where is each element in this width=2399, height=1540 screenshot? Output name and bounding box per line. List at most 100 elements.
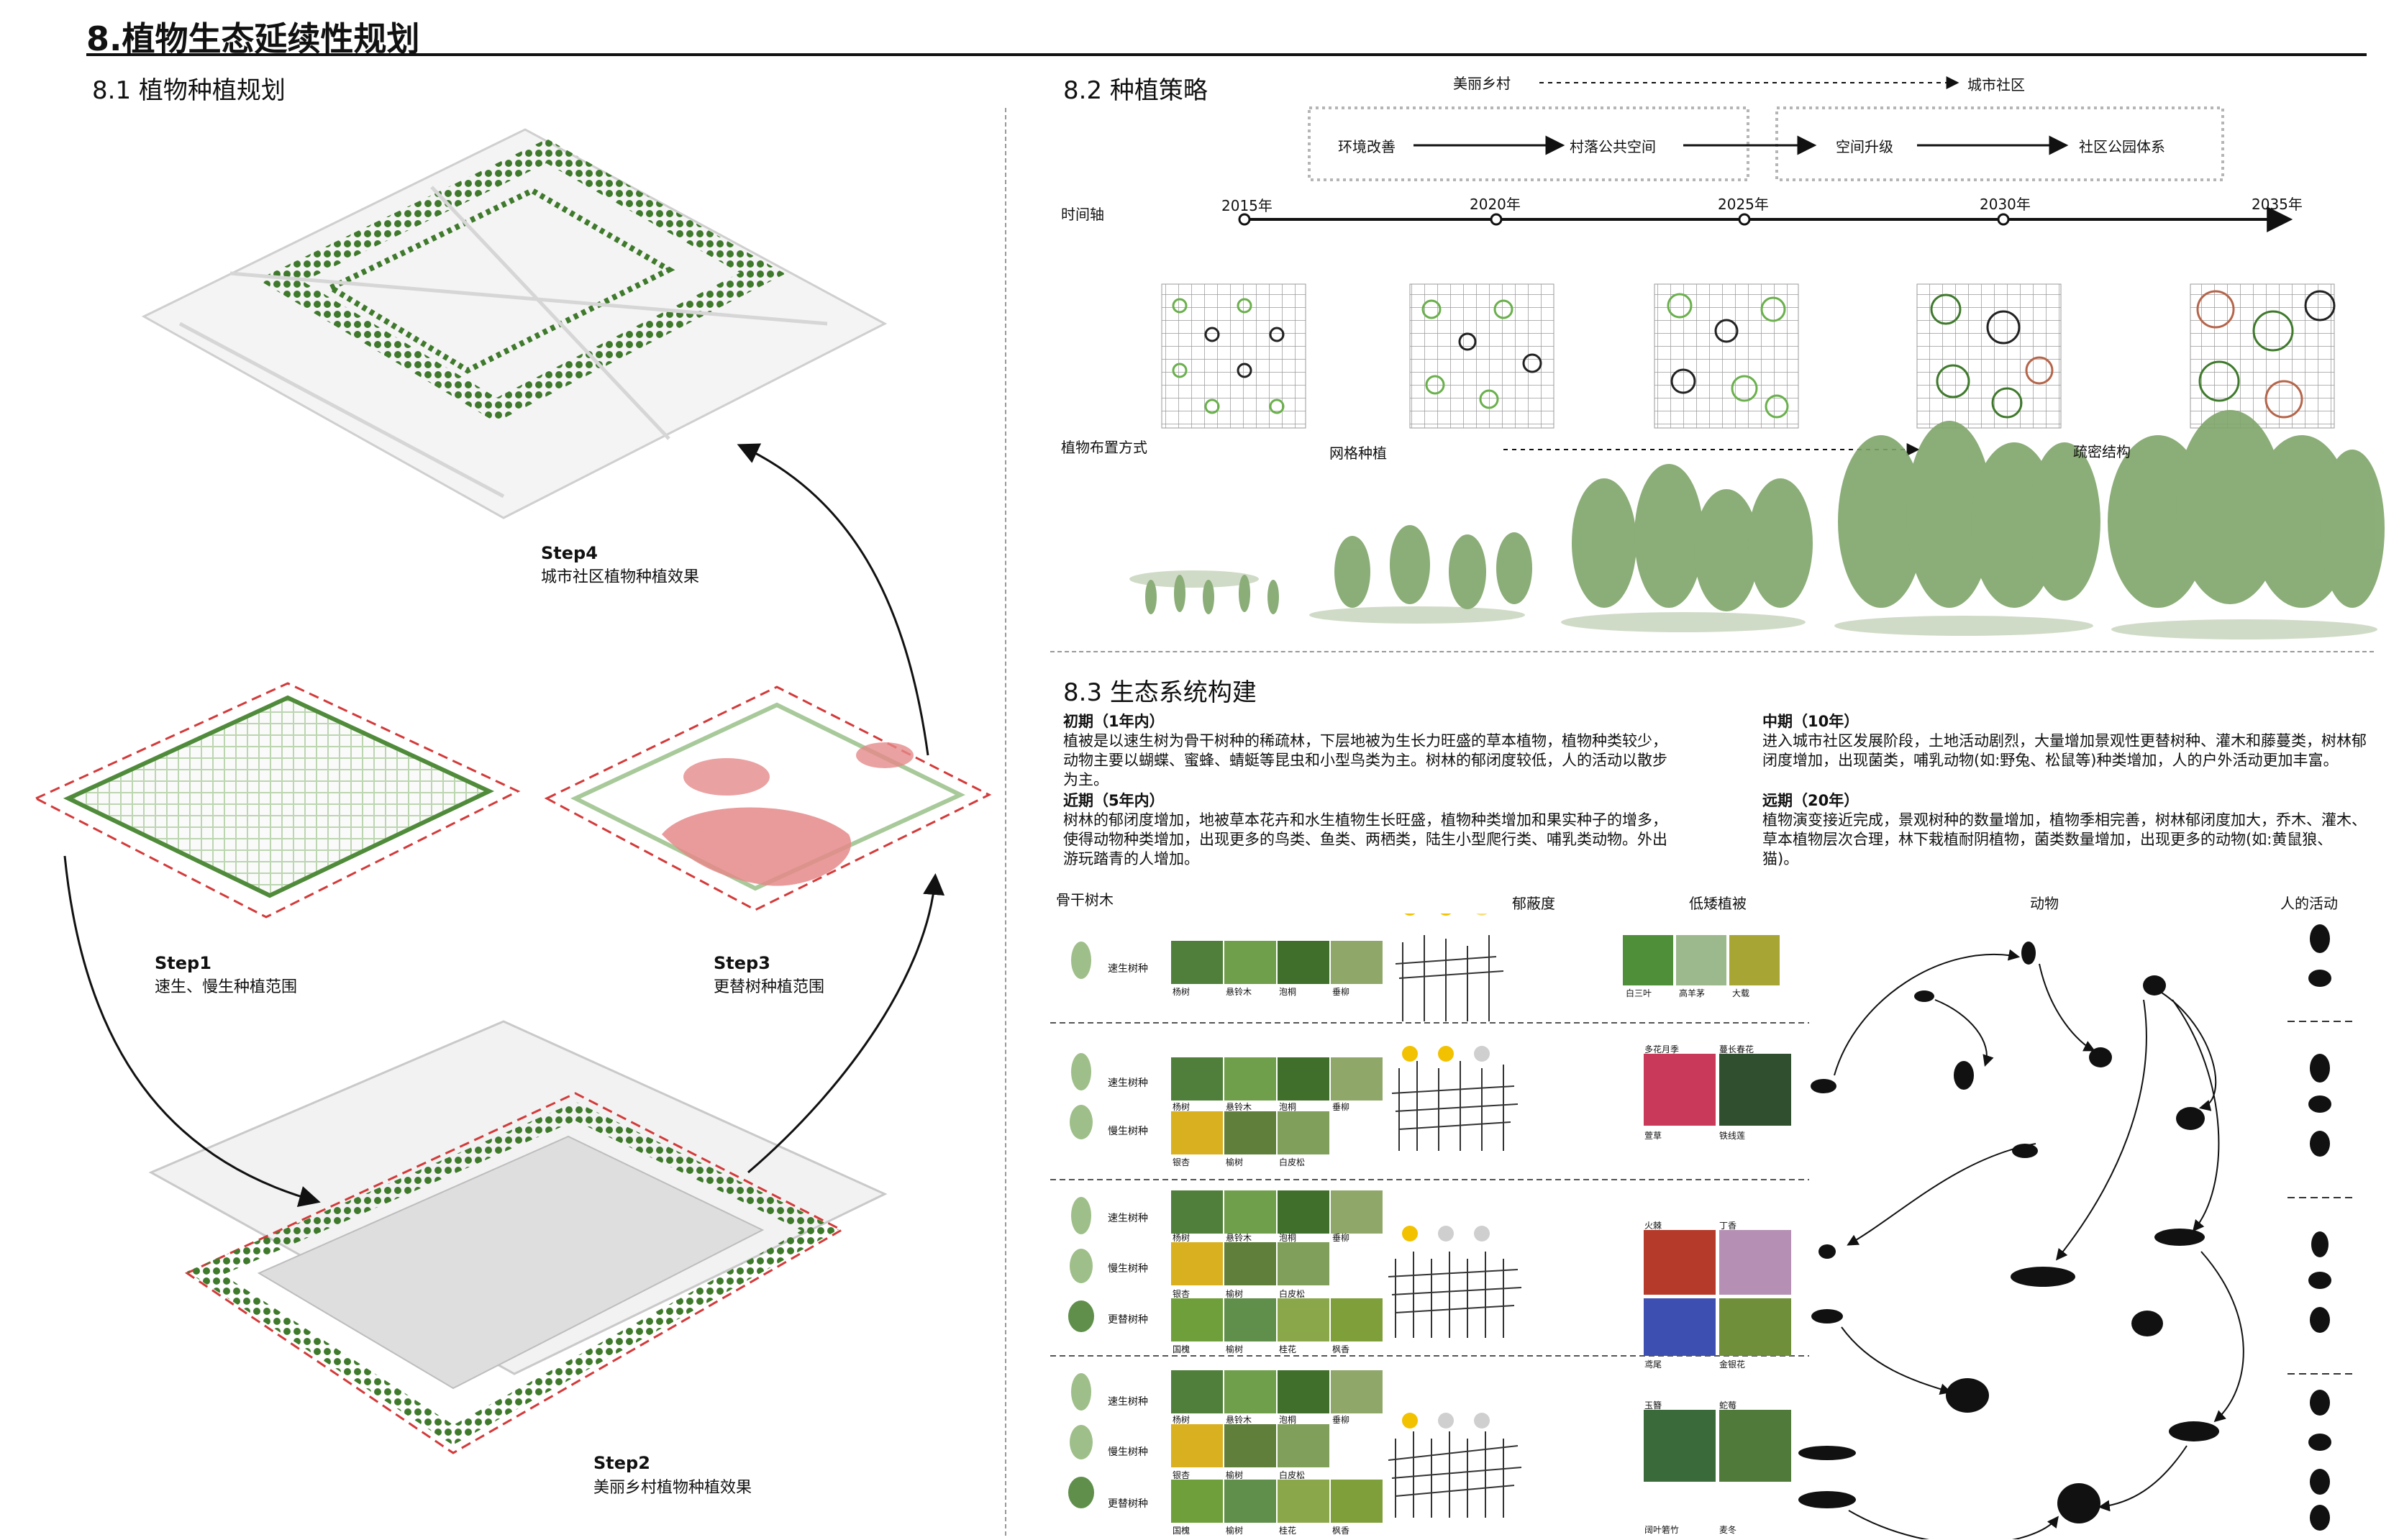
timeline-year-2030: 2030年 xyxy=(1980,196,2031,213)
timeline-year-2035: 2035年 xyxy=(2252,196,2303,213)
flow-step-4: 社区公园体系 xyxy=(2079,138,2165,155)
stage-near-text: 树林的郁闭度增加，地被草本花卉和水生植物生长旺盛，植物种类增加和果实种子的增多，… xyxy=(1063,811,1667,867)
species-thumb xyxy=(1278,1190,1329,1234)
species-label-r4-3: 泡桐 xyxy=(1279,1415,1297,1425)
species-thumb xyxy=(1278,1242,1329,1285)
species-label-r4-2: 悬铃木 xyxy=(1226,1415,1252,1425)
flow-step-3: 空间升级 xyxy=(1836,138,1893,155)
tree-icons xyxy=(1068,942,1094,1508)
forest-growth-illustration xyxy=(1129,410,2385,639)
species-thumb xyxy=(1171,1480,1223,1523)
timeline-year-2025: 2025年 xyxy=(1718,196,1769,213)
row3-slow-label: 慢生树种 xyxy=(1108,1263,1148,1275)
species-thumb xyxy=(1331,1298,1383,1341)
low-veg-r1-1: 白三叶 xyxy=(1626,988,1652,998)
species-label-r2-2: 悬铃木 xyxy=(1226,1102,1252,1112)
row2-slow-label: 慢生树种 xyxy=(1108,1126,1148,1137)
step1-map xyxy=(33,682,521,919)
low-veg-r2-4: 铁线莲 xyxy=(1719,1131,1746,1141)
grid-planting-label: 网格种植 xyxy=(1329,445,1387,462)
species-thumb xyxy=(1278,941,1329,984)
species-label-r2-3: 泡桐 xyxy=(1279,1102,1297,1112)
species-label-r4-rep-1: 国槐 xyxy=(1173,1526,1191,1536)
strategy-from-label: 美丽乡村 xyxy=(1453,75,1511,92)
planting-strategy-diagram xyxy=(1129,76,2385,639)
species-label-r3-1: 杨树 xyxy=(1173,1233,1191,1243)
species-label-r4-slow-1: 银杏 xyxy=(1173,1470,1191,1480)
species-thumb xyxy=(1224,1370,1276,1413)
sun-icons xyxy=(1402,913,1490,1429)
species-thumb xyxy=(1171,1242,1223,1285)
row3-fast-label: 速生树种 xyxy=(1108,1213,1148,1224)
species-thumb xyxy=(1224,1111,1276,1154)
low-vegetation-swatches xyxy=(1623,935,1791,1482)
stage-mid: 中期（10年） 进入城市社区发展阶段，土地活动剧烈，大量增加景观性更替树种、灌木… xyxy=(1762,712,2367,770)
species-thumb xyxy=(1224,1057,1276,1101)
species-label-r3-4: 垂柳 xyxy=(1332,1233,1350,1243)
animal-silhouettes xyxy=(1798,942,2219,1523)
species-label-r2-1: 杨树 xyxy=(1173,1102,1191,1112)
species-label-r1-4: 垂柳 xyxy=(1332,987,1350,997)
species-label-r2-slow-1: 银杏 xyxy=(1173,1157,1191,1167)
species-label-r1-3: 泡桐 xyxy=(1279,987,1297,997)
species-thumb xyxy=(1171,1424,1223,1467)
species-thumb xyxy=(1224,1424,1276,1467)
stage-initial-text: 植被是以速生树为骨干树种的稀疏林，下层地被为生长力旺盛的草本植物，植物种类较少，… xyxy=(1063,732,1667,788)
species-label-r4-slow-2: 榆树 xyxy=(1226,1470,1244,1480)
low-veg-r3-4: 金银花 xyxy=(1719,1359,1746,1370)
step3-desc: 更替树种植范围 xyxy=(714,978,825,996)
low-veg-r4-2: 蛇莓 xyxy=(1719,1400,1737,1411)
canopy-sketches xyxy=(1388,935,1522,1518)
step2-desc: 美丽乡村植物种植效果 xyxy=(593,1479,752,1497)
species-label-r1-1: 杨树 xyxy=(1173,987,1191,997)
step3-map xyxy=(544,685,992,911)
section-8-3-title: 8.3 生态系统构建 xyxy=(1063,678,1257,707)
stage-mid-title: 中期（10年） xyxy=(1762,713,1859,730)
timeline-year-2020: 2020年 xyxy=(1470,196,1521,213)
planting-grid-2035 xyxy=(2190,283,2336,429)
species-label-r4-slow-3: 白皮松 xyxy=(1279,1470,1306,1480)
title-rule xyxy=(86,53,2367,56)
step3-label: Step3 xyxy=(714,953,770,973)
planting-grid-2030 xyxy=(1916,283,2062,429)
timeline-label: 时间轴 xyxy=(1061,206,1104,223)
flow-step-1: 环境改善 xyxy=(1338,138,1396,155)
stage-initial-title: 初期（1年内） xyxy=(1063,713,1165,730)
species-thumb xyxy=(1171,1111,1223,1154)
species-label-r4-rep-4: 枫香 xyxy=(1332,1526,1350,1536)
sparse-structure-label: 疏密结构 xyxy=(2073,443,2131,460)
step4-label: Step4 xyxy=(541,543,598,563)
species-label-r3-2: 悬铃木 xyxy=(1226,1233,1252,1243)
arrow-step3-to-step4 xyxy=(737,443,929,756)
species-label-r3-rep-2: 榆树 xyxy=(1226,1344,1244,1354)
row3-replace-label: 更替树种 xyxy=(1108,1314,1148,1326)
stage-initial: 初期（1年内） 植被是以速生树为骨干树种的稀疏林，下层地被为生长力旺盛的草本植物… xyxy=(1063,712,1667,790)
row4-replace-label: 更替树种 xyxy=(1108,1498,1148,1510)
step4-desc: 城市社区植物种植效果 xyxy=(541,568,700,586)
species-thumb xyxy=(1278,1480,1329,1523)
planting-plan-diagram xyxy=(33,128,992,1454)
species-thumb xyxy=(1331,1190,1383,1234)
low-veg-r2-1: 多花月季 xyxy=(1644,1044,1680,1054)
species-label-r3-slow-1: 银杏 xyxy=(1173,1289,1191,1299)
species-thumb xyxy=(1278,1424,1329,1467)
species-thumb xyxy=(1278,1370,1329,1413)
species-thumb xyxy=(1331,941,1383,984)
stage-far-title: 远期（20年） xyxy=(1762,792,1859,809)
species-label-r4-4: 垂柳 xyxy=(1332,1415,1350,1425)
species-thumb xyxy=(1171,941,1223,984)
species-label-r1-2: 悬铃木 xyxy=(1226,987,1252,997)
low-veg-r3-3: 鸢尾 xyxy=(1644,1359,1662,1370)
low-veg-r4-3: 阔叶箬竹 xyxy=(1644,1525,1680,1535)
species-thumb xyxy=(1224,1190,1276,1234)
species-thumb xyxy=(1331,1057,1383,1101)
species-label-r2-slow-2: 榆树 xyxy=(1226,1157,1244,1167)
stage-mid-text: 进入城市社区发展阶段，土地活动剧烈，大量增加景观性更替树种、灌木和藤蔓类，树林郁… xyxy=(1762,732,2367,769)
low-veg-r4-1: 玉簪 xyxy=(1644,1400,1662,1411)
column-low-vegetation: 低矮植被 xyxy=(1689,895,1747,912)
species-label-r4-1: 杨树 xyxy=(1173,1415,1191,1425)
species-thumb xyxy=(1224,941,1276,984)
low-veg-r3-2: 丁香 xyxy=(1719,1221,1737,1231)
row4-slow-label: 慢生树种 xyxy=(1108,1446,1148,1458)
step2-label: Step2 xyxy=(593,1453,650,1473)
